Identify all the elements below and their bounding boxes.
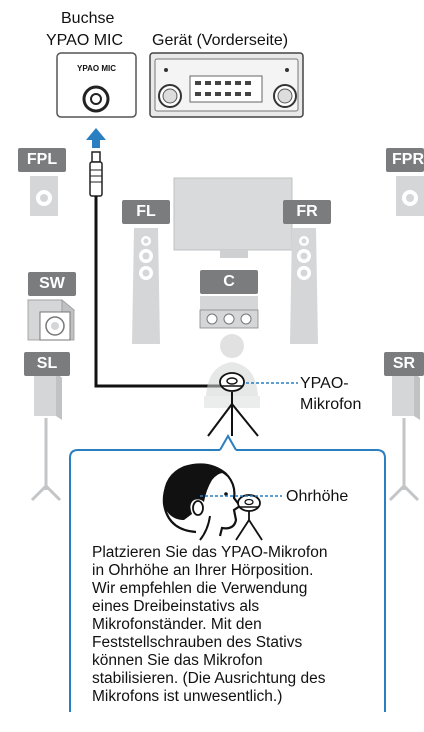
buchse-label: Buchse: [61, 10, 115, 27]
plug-in-arrow-icon: [86, 128, 106, 148]
center-speaker-icon: [199, 296, 259, 329]
speaker-tag-sl: SL: [24, 352, 70, 376]
ohrhoehe-label: Ohrhöhe: [286, 488, 349, 505]
fr-speaker-icon: [290, 228, 318, 344]
fl-speaker-icon: [132, 228, 160, 344]
mic-ear-icon: [200, 494, 282, 541]
mic-label-line2: Mikrofon: [300, 396, 362, 413]
speaker-tag-c: C: [200, 270, 258, 294]
speaker-tag-fpr: FPR: [386, 148, 424, 172]
head-profile-icon: [162, 463, 242, 541]
mic-tripod-icon: [207, 372, 298, 437]
geraet-label: Gerät (Vorderseite): [152, 32, 289, 49]
sl-speaker-icon: [30, 372, 62, 502]
fpl-speaker-icon: [30, 176, 58, 216]
callout-box: [69, 433, 386, 712]
subwoofer-icon: [26, 299, 76, 341]
buchse-sublabel: YPAO MIC: [46, 32, 124, 49]
speaker-tag-fr: FR: [283, 200, 331, 224]
receiver-front-icon: [149, 52, 304, 118]
speaker-tag-sw: SW: [28, 272, 76, 296]
sr-speaker-icon: [388, 372, 420, 502]
fpr-speaker-icon: [396, 176, 424, 216]
mic-cable: [89, 151, 222, 388]
ypao-mic-jack-panel: [56, 52, 137, 118]
instruction-text: Platzieren Sie das YPAO-Mikrofon in Ohrh…: [92, 544, 328, 705]
speaker-tag-fl: FL: [122, 200, 170, 224]
tv-icon: [173, 177, 293, 258]
jack-panel-label: YPAO MIC: [77, 64, 116, 73]
speaker-tag-fpl: FPL: [18, 148, 66, 172]
mic-label-line1: YPAO-: [300, 375, 349, 392]
speaker-tag-sr: SR: [384, 352, 424, 376]
